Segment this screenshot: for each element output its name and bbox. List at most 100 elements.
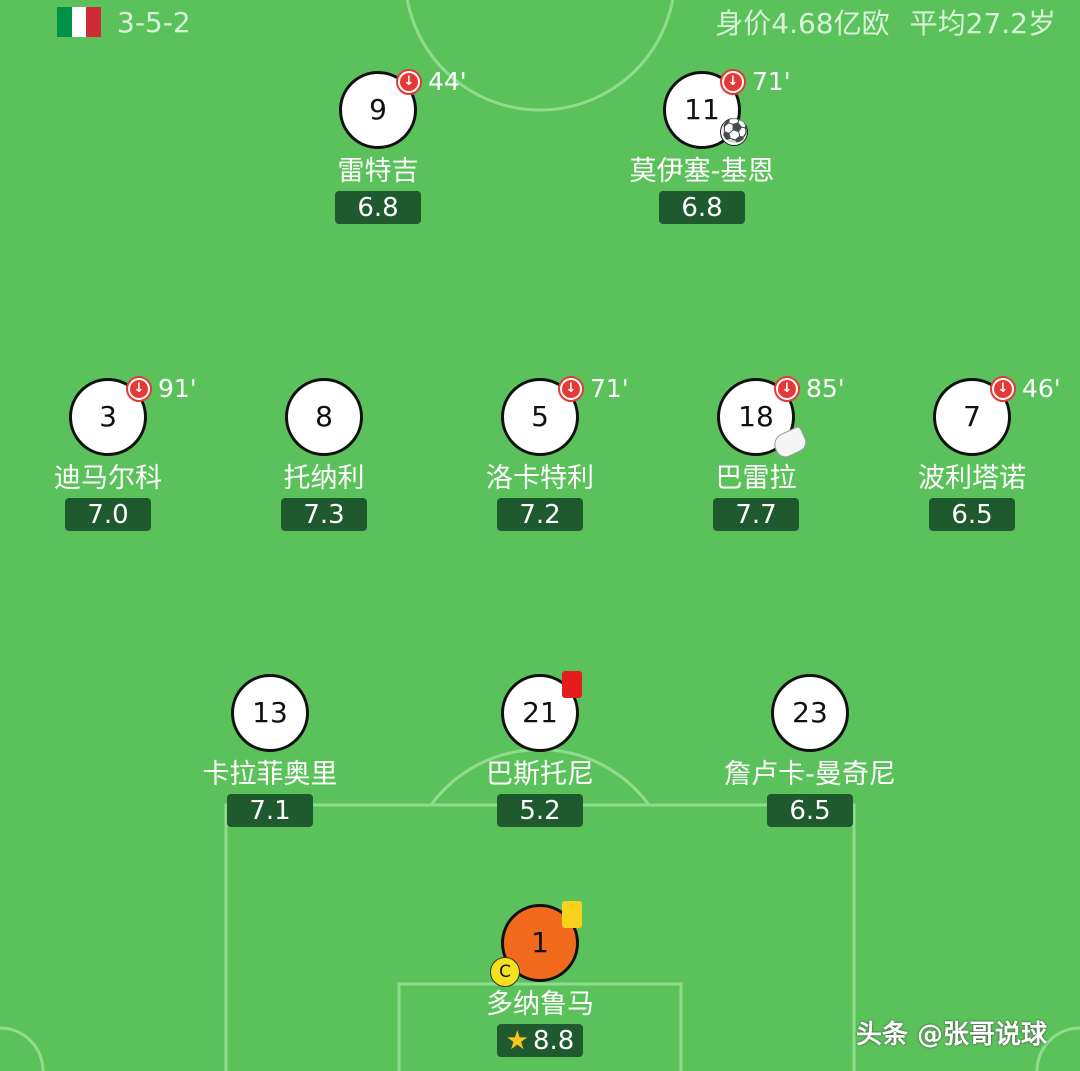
player-name: 波利塔诺 [918, 463, 1026, 494]
player-card-13[interactable]: 13 卡拉菲奥里 7.1 [160, 674, 380, 827]
sub-out-icon: ↓ [774, 376, 800, 402]
sub-minute: 44' [428, 67, 467, 96]
player-card-1[interactable]: 1 C 多纳鲁马 ★ 8.8 [430, 901, 650, 1057]
goal-area [397, 982, 683, 1071]
player-card-3[interactable]: 3 ↓ 91' 迪马尔科 7.0 [0, 374, 218, 531]
average-age: 平均27.2岁 [909, 7, 1056, 40]
watermark: 头条 @张哥说球 [856, 1020, 1048, 1050]
rating-value: 8.8 [532, 1025, 575, 1056]
player-card-5[interactable]: 5 ↓ 71' 洛卡特利 7.2 [430, 374, 650, 531]
player-name: 詹卢卡-曼奇尼 [724, 759, 896, 790]
player-name: 巴斯托尼 [486, 759, 594, 790]
goal-ball-icon: ⚽ [720, 118, 749, 146]
player-rating: ★ 8.8 [497, 1024, 583, 1057]
player-name: 迪马尔科 [54, 463, 162, 494]
player-card-21[interactable]: 21 巴斯托尼 5.2 [430, 671, 650, 827]
shirt-number: 13 [252, 696, 288, 729]
substitution-badge: ↓ 71' [720, 66, 791, 98]
player-card-11[interactable]: 11 ↓ 71' ⚽ 莫伊塞-基恩 6.8 [592, 67, 812, 224]
substitution-badge: ↓ 71' [558, 373, 629, 405]
corner-arc-left [0, 1026, 45, 1071]
team-stats: 身价4.68亿欧 平均27.2岁 [715, 2, 1056, 42]
substitution-badge: ↓ 91' [126, 373, 197, 405]
player-card-18[interactable]: 18 ↓ 85' 巴雷拉 7.7 [646, 374, 866, 531]
flag-stripe-red [86, 7, 102, 37]
shirt-number: 8 [315, 400, 333, 433]
player-name: 托纳利 [283, 463, 365, 494]
yellow-card-icon [562, 901, 582, 928]
rating-value: 6.5 [951, 499, 993, 530]
shirt-number: 23 [792, 696, 828, 729]
shirt-number: 18 [738, 400, 774, 433]
shirt-number: 1 [531, 926, 549, 959]
formation-label: 3-5-2 [117, 5, 191, 39]
red-card-icon [562, 671, 582, 698]
player-name: 莫伊塞-基恩 [629, 156, 775, 187]
shirt-number: 11 [684, 93, 720, 126]
player-shirt: 21 [501, 671, 582, 752]
player-shirt: 11 ↓ 71' ⚽ [663, 67, 791, 149]
player-shirt: 8 [285, 378, 363, 456]
man-of-the-match-star-icon: ★ [505, 1025, 529, 1056]
player-rating: 7.7 [713, 498, 799, 531]
rating-value: 5.2 [519, 795, 561, 826]
player-name: 巴雷拉 [715, 463, 797, 494]
substitution-badge: ↓ 85' [774, 373, 845, 405]
player-shirt: 5 ↓ 71' [501, 374, 629, 456]
player-shirt: 1 C [490, 901, 582, 987]
sub-minute: 46' [1022, 374, 1061, 403]
player-rating: 7.3 [281, 498, 367, 531]
rating-value: 6.5 [789, 795, 831, 826]
team-header: 3-5-2 [57, 2, 191, 42]
player-rating: 7.2 [497, 498, 583, 531]
sub-minute: 91' [158, 374, 197, 403]
player-name: 雷特吉 [337, 156, 419, 187]
player-shirt: 7 ↓ 46' [933, 374, 1061, 456]
player-rating: 6.5 [767, 794, 853, 827]
rating-value: 7.1 [249, 795, 291, 826]
corner-arc-right [1035, 1026, 1080, 1071]
shirt-number: 9 [369, 93, 387, 126]
sub-out-icon: ↓ [126, 376, 152, 402]
sub-minute: 71' [590, 374, 629, 403]
player-shirt: 18 ↓ 85' [717, 374, 845, 461]
player-name: 卡拉菲奥里 [202, 759, 338, 790]
player-card-8[interactable]: 8 托纳利 7.3 [214, 378, 434, 531]
shirt-number: 5 [531, 400, 549, 433]
player-rating: 5.2 [497, 794, 583, 827]
sub-out-icon: ↓ [990, 376, 1016, 402]
player-card-9[interactable]: 9 ↓ 44' 雷特吉 6.8 [268, 67, 488, 224]
shirt-number: 7 [963, 400, 981, 433]
player-shirt: 13 [231, 674, 309, 752]
rating-value: 7.0 [87, 499, 129, 530]
rating-value: 7.3 [303, 499, 345, 530]
assist-boot-icon [770, 425, 810, 461]
captain-badge-icon: C [490, 957, 520, 987]
player-rating: 6.5 [929, 498, 1015, 531]
team-value: 身价4.68亿欧 [715, 7, 890, 40]
shirt-number: 21 [522, 696, 558, 729]
rating-value: 7.2 [519, 499, 561, 530]
sub-out-icon: ↓ [720, 69, 746, 95]
player-name: 洛卡特利 [486, 463, 594, 494]
flag-stripe-green [57, 7, 72, 37]
sub-out-icon: ↓ [396, 69, 422, 95]
player-card-7[interactable]: 7 ↓ 46' 波利塔诺 6.5 [862, 374, 1080, 531]
substitution-badge: ↓ 46' [990, 373, 1061, 405]
player-rating: 7.1 [227, 794, 313, 827]
player-shirt: 23 [771, 674, 849, 752]
player-rating: 6.8 [335, 191, 421, 224]
sub-minute: 85' [806, 374, 845, 403]
player-card-23[interactable]: 23 詹卢卡-曼奇尼 6.5 [700, 674, 920, 827]
sub-minute: 71' [752, 67, 791, 96]
rating-value: 6.8 [681, 192, 723, 223]
player-shirt: 3 ↓ 91' [69, 374, 197, 456]
shirt-number: 3 [99, 400, 117, 433]
sub-out-icon: ↓ [558, 376, 584, 402]
player-name: 多纳鲁马 [486, 989, 594, 1020]
italy-flag-icon [57, 7, 102, 37]
center-circle [405, 0, 675, 112]
substitution-badge: ↓ 44' [396, 66, 467, 98]
flag-stripe-white [71, 7, 87, 37]
rating-value: 7.7 [735, 499, 777, 530]
